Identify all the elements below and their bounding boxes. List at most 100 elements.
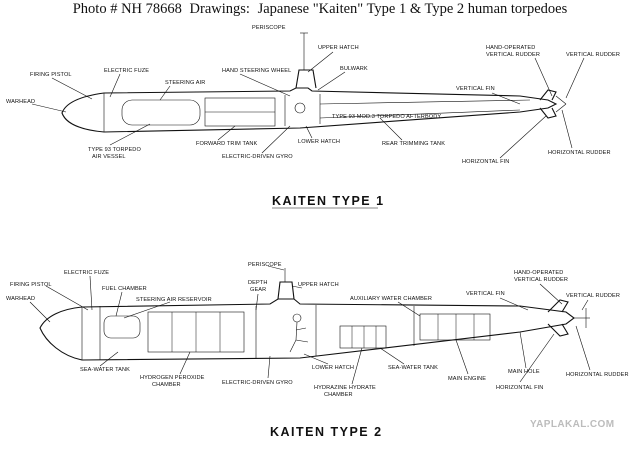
type2-conning-tower bbox=[277, 281, 295, 300]
t2-leader-hfin bbox=[519, 333, 555, 383]
type1-hull bbox=[61, 87, 558, 133]
type1-rudder bbox=[555, 95, 567, 105]
caption-description: Japanese "Kaiten" Type 1 & Type 2 human … bbox=[257, 1, 568, 17]
t2-leader-hydrate bbox=[351, 347, 363, 385]
label-horizontal-rudder: HORIZONTAL RUDDER bbox=[548, 150, 611, 156]
t2-leader-hand-rudder bbox=[539, 283, 563, 305]
t2-leader-aux bbox=[397, 301, 421, 317]
t2-leader-air bbox=[123, 301, 171, 319]
label-type93-torpedo: TYPE 93 TORPEDO bbox=[88, 147, 141, 153]
t2-label-firing-pistol: FIRING PISTOL bbox=[10, 282, 52, 288]
leader-steering-wheel bbox=[239, 73, 291, 97]
kaiten-type1-drawing: PERISCOPE UPPER HATCH HAND STEERING WHEE… bbox=[6, 25, 620, 209]
type1-title: KAITEN TYPE 1 bbox=[272, 194, 385, 208]
t2-label-hand-rudder-2: VERTICAL RUDDER bbox=[514, 277, 568, 283]
label-upper-hatch: UPPER HATCH bbox=[318, 45, 359, 51]
type1-steering-wheel bbox=[294, 102, 306, 114]
t2-label-main-hole: MAIN HOLE bbox=[508, 369, 540, 375]
t2-leader-periscope bbox=[267, 265, 285, 271]
label-hand-rudder-2: VERTICAL RUDDER bbox=[486, 52, 540, 58]
t2-leader-fuze bbox=[89, 275, 93, 311]
t2-label-steering-air: STEERING AIR RESERVOIR bbox=[136, 297, 212, 303]
t2-label-lower-hatch: LOWER HATCH bbox=[312, 365, 354, 371]
t2-label-vertical-rudder: VERTICAL RUDDER bbox=[566, 293, 620, 299]
t2-leader-depth bbox=[255, 293, 259, 311]
t2-label-peroxide: HYDROGEN PEROXIDE bbox=[140, 375, 205, 381]
label-vertical-fin: VERTICAL FIN bbox=[456, 86, 495, 92]
t2-leader-peroxide bbox=[179, 351, 191, 375]
leader-horizontal-rudder bbox=[561, 109, 573, 149]
t2-label-upper-hatch: UPPER HATCH bbox=[298, 282, 339, 288]
type2-pilot-head bbox=[292, 313, 302, 323]
label-electric-fuze: ELECTRIC FUZE bbox=[104, 68, 149, 74]
type1-afterbody-line bbox=[319, 99, 531, 105]
label-hand-rudder: HAND-OPERATED bbox=[486, 45, 535, 51]
t2-label-gyro: ELECTRIC-DRIVEN GYRO bbox=[222, 380, 293, 386]
t2-leader-fuel bbox=[115, 291, 123, 317]
type1-cockpit-bulkheads bbox=[284, 94, 321, 126]
t2-label-horizontal-fin: HORIZONTAL FIN bbox=[496, 385, 543, 391]
t2-leader-pistol bbox=[45, 285, 89, 311]
leader-warhead bbox=[31, 103, 67, 113]
t2-label-horizontal-rudder: HORIZONTAL RUDDER bbox=[566, 372, 629, 378]
leader-hand-rudder bbox=[534, 57, 553, 97]
leader-trim-tank bbox=[217, 125, 236, 141]
t2-leader-gyro bbox=[267, 355, 271, 379]
label-steering-air: STEERING AIR bbox=[165, 80, 205, 86]
t2-leader-seawater-2 bbox=[379, 347, 405, 365]
t2-label-hydrate-2: CHAMBER bbox=[324, 392, 353, 398]
type2-pilot-body bbox=[289, 321, 309, 353]
leader-lower-hatch bbox=[305, 125, 313, 139]
kaiten-type2-drawing: PERISCOPE FIRING PISTOL ELECTRIC FUZE FU… bbox=[6, 262, 629, 439]
type2-title: KAITEN TYPE 2 bbox=[270, 425, 383, 439]
type1-vertical-fin bbox=[539, 89, 557, 101]
label-rear-trim: REAR TRIMMING TANK bbox=[382, 141, 445, 147]
type1-horizontal-fin bbox=[539, 107, 557, 119]
label-firing-pistol: FIRING PISTOL bbox=[30, 72, 72, 78]
t2-label-sea-water-tank-2: SEA-WATER TANK bbox=[388, 365, 438, 371]
type1-air-vessel bbox=[121, 99, 201, 126]
label-warhead: WARHEAD bbox=[6, 99, 35, 105]
label-bulwark: BULWARK bbox=[340, 66, 368, 72]
t2-label-gear: GEAR bbox=[250, 287, 266, 293]
type2-horizontal-fin bbox=[547, 323, 569, 337]
photo-caption: Photo # NH 78668 Drawings: Japanese "Kai… bbox=[0, 1, 640, 18]
t2-label-fuel-chamber: FUEL CHAMBER bbox=[102, 286, 147, 292]
t2-leader-engine bbox=[455, 339, 469, 375]
t2-label-hand-rudder: HAND-OPERATED bbox=[514, 270, 563, 276]
t2-label-warhead: WARHEAD bbox=[6, 296, 35, 302]
leader-bulwark bbox=[317, 71, 346, 91]
watermark: YAPLAKAL.COM bbox=[530, 419, 614, 430]
label-vertical-rudder: VERTICAL RUDDER bbox=[566, 52, 620, 58]
type2-hull bbox=[39, 298, 575, 361]
label-gyro: ELECTRIC-DRIVEN GYRO bbox=[222, 154, 293, 160]
label-afterbody: TYPE 93 MOD.3 TORPEDO AFTERBODY bbox=[332, 114, 441, 120]
type1-conning-tower bbox=[295, 69, 317, 89]
t2-label-peroxide-2: CHAMBER bbox=[152, 382, 181, 388]
leader-firing-pistol bbox=[51, 77, 93, 100]
t2-label-hydrate: HYDRAZINE HYDRATE bbox=[314, 385, 376, 391]
t2-leader-warhead bbox=[29, 301, 51, 323]
t2-label-aux-water: AUXILIARY WATER CHAMBER bbox=[350, 296, 432, 302]
t2-label-electric-fuze: ELECTRIC FUZE bbox=[64, 270, 109, 276]
t2-label-vertical-fin: VERTICAL FIN bbox=[466, 291, 505, 297]
t2-leader-hole bbox=[519, 331, 527, 369]
type2-hydrazine-chamber bbox=[339, 325, 387, 349]
type1-rudder-2 bbox=[555, 103, 567, 113]
t2-leader-vfin bbox=[499, 297, 529, 311]
leader-horizontal-fin bbox=[499, 115, 547, 159]
t2-leader-upper-hatch bbox=[291, 285, 303, 289]
label-air-vessel: AIR VESSEL bbox=[92, 154, 126, 160]
t2-label-sea-water-tank: SEA-WATER TANK bbox=[80, 367, 130, 373]
t2-leader-seawater bbox=[99, 351, 119, 367]
t2-leader-vrudder bbox=[581, 299, 589, 311]
t2-label-depth: DEPTH bbox=[248, 280, 267, 286]
type2-vertical-fin bbox=[547, 299, 569, 313]
drawings-label: Drawings: bbox=[189, 1, 250, 17]
label-lower-hatch: LOWER HATCH bbox=[298, 139, 340, 145]
leader-fuze bbox=[109, 73, 121, 98]
type2-steering-air-reservoir bbox=[103, 315, 141, 339]
label-periscope: PERISCOPE bbox=[252, 25, 286, 31]
